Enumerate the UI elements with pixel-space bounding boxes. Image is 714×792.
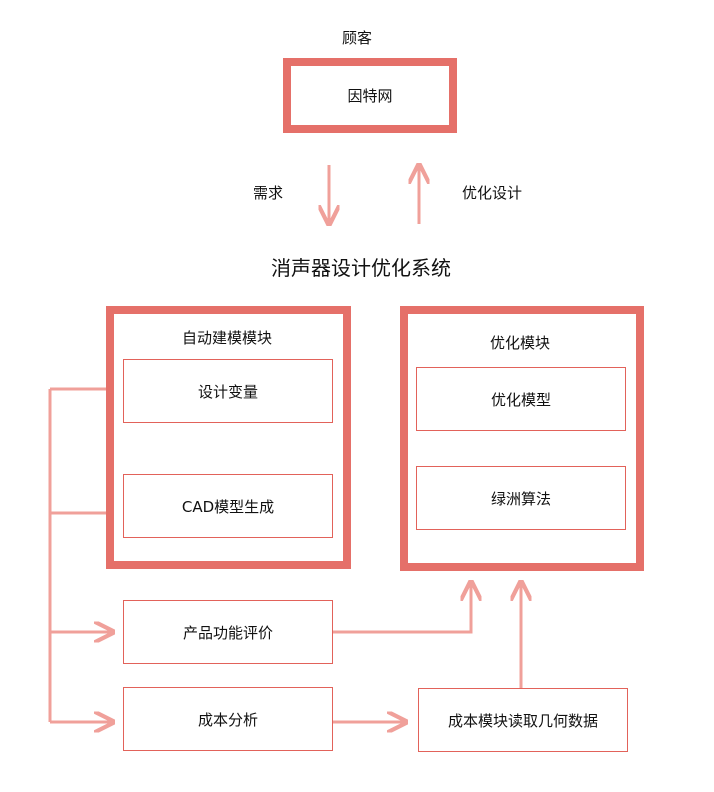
- internet-label: 因特网: [347, 87, 393, 105]
- cost-module-label: 成本模块读取几何数据: [447, 711, 598, 730]
- cost-module-box: 成本模块读取几何数据: [418, 688, 628, 752]
- demand-label: 需求: [253, 184, 284, 202]
- oasis-algorithm-label: 绿洲算法: [490, 489, 551, 508]
- evaluation-to-optimization-arrow: [333, 582, 471, 634]
- product-evaluation-box: 产品功能评价: [123, 600, 333, 664]
- system-title: 消声器设计优化系统: [271, 256, 451, 280]
- optimization-model-box: 优化模型: [416, 367, 626, 431]
- optimization-model-label: 优化模型: [490, 390, 551, 409]
- optimized-design-label: 优化设计: [462, 184, 523, 202]
- oasis-algorithm-box: 绿洲算法: [416, 466, 626, 530]
- cad-model-label: CAD模型生成: [181, 497, 275, 516]
- internet-box: 因特网: [283, 58, 457, 133]
- auto-modeling-title: 自动建模模块: [182, 329, 273, 347]
- cost-analysis-box: 成本分析: [123, 687, 333, 751]
- design-variables-label: 设计变量: [197, 382, 258, 401]
- optimization-title: 优化模块: [490, 334, 551, 352]
- cad-model-box: CAD模型生成: [123, 474, 333, 538]
- product-evaluation-label: 产品功能评价: [182, 623, 273, 642]
- cost-analysis-label: 成本分析: [197, 710, 258, 729]
- design-variables-box: 设计变量: [123, 359, 333, 423]
- customer-label: 顾客: [342, 29, 373, 47]
